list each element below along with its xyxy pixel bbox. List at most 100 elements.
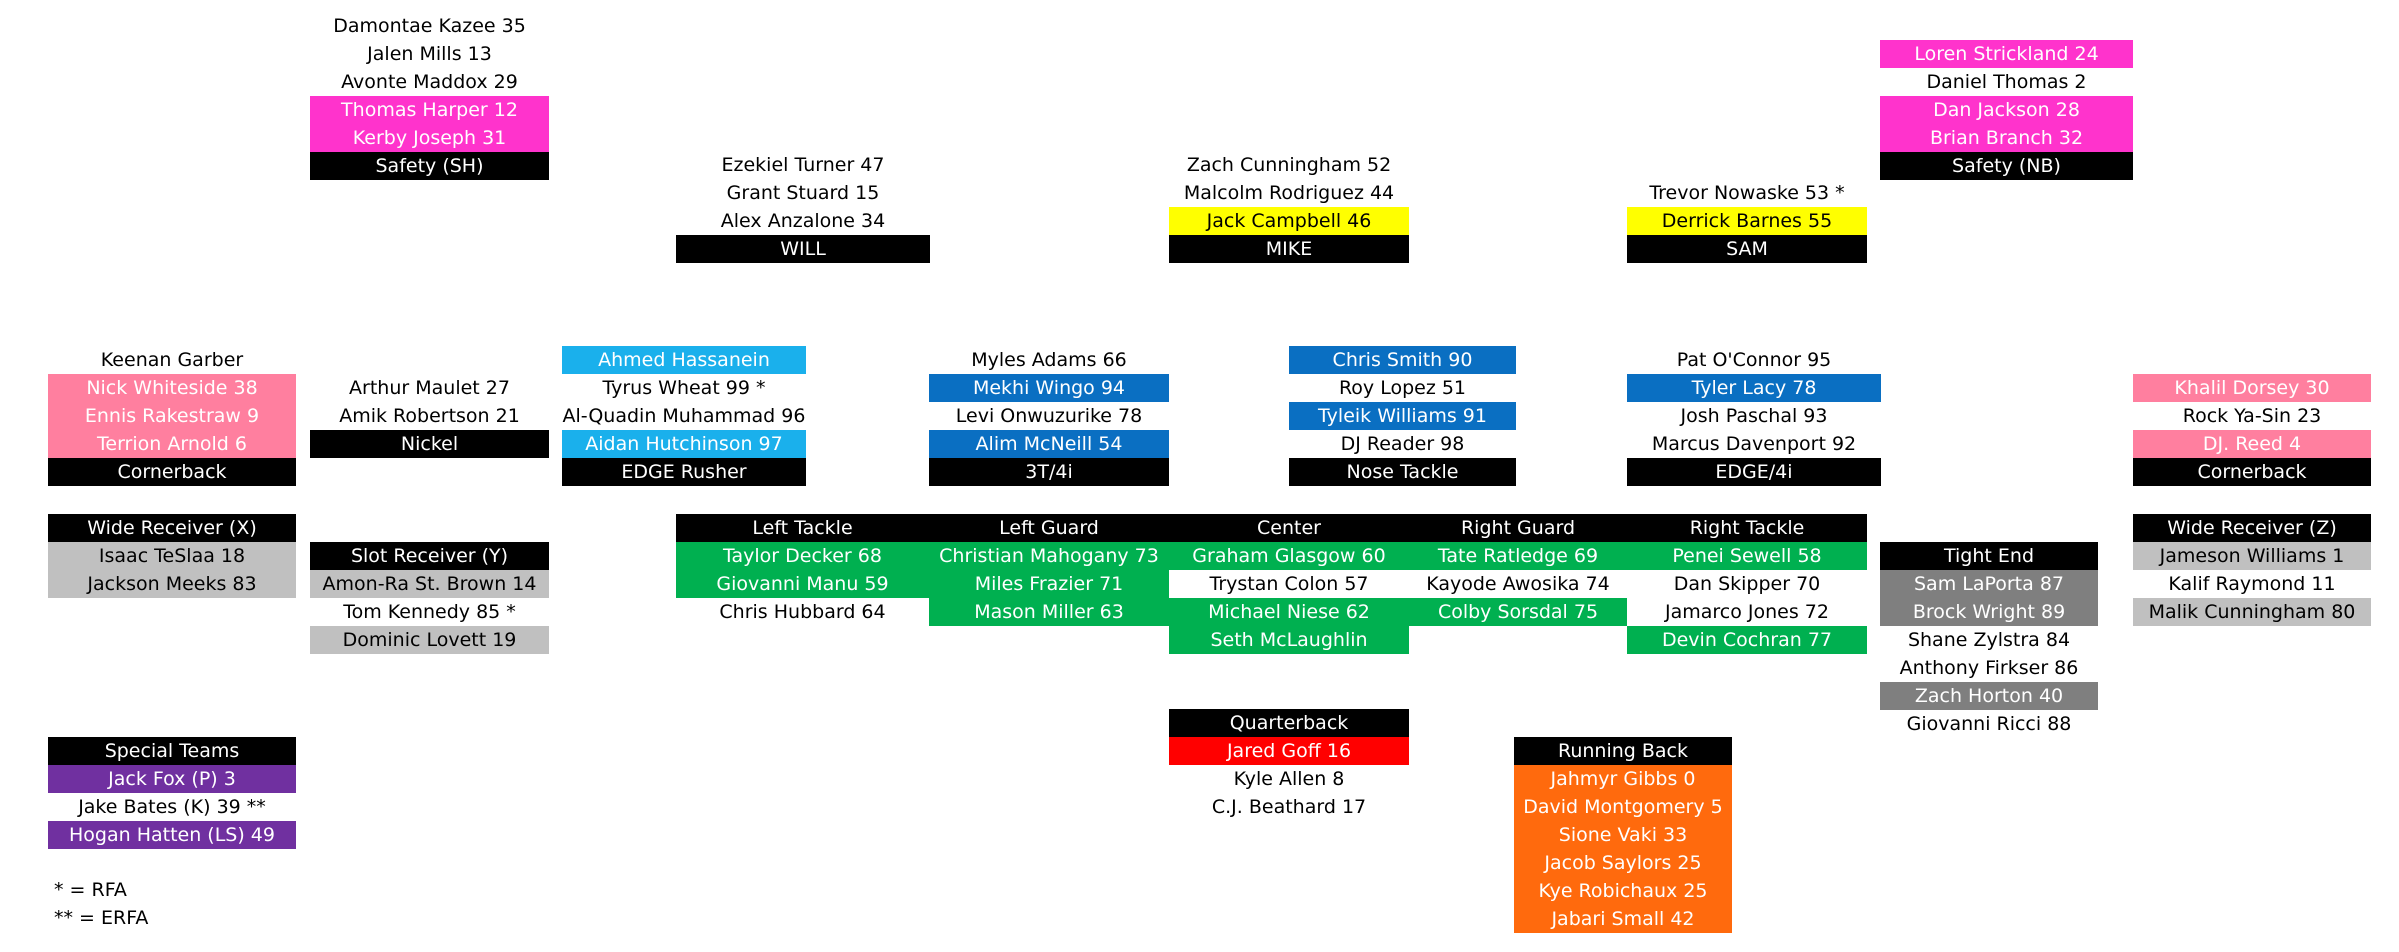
- player-row: Jack Campbell 46: [1169, 207, 1409, 235]
- position-header: WILL: [676, 235, 930, 263]
- player-row: Seth McLaughlin: [1169, 626, 1409, 654]
- player-row: Avonte Maddox 29: [341, 71, 518, 93]
- position-header: Nose Tackle: [1289, 458, 1516, 486]
- cornerback-left-group: Keenan Garber Nick Whiteside 38 Ennis Ra…: [48, 346, 296, 486]
- position-header: EDGE/4i: [1627, 458, 1881, 486]
- cornerback-right-group: Khalil Dorsey 30 Rock Ya-Sin 23 DJ. Reed…: [2133, 374, 2371, 486]
- player-row: Colby Sorsdal 75: [1409, 598, 1627, 626]
- position-header: EDGE Rusher: [562, 458, 806, 486]
- player-row: Tyler Lacy 78: [1627, 374, 1881, 402]
- player-row: Dan Skipper 70: [1673, 573, 1821, 595]
- position-header: Cornerback: [48, 458, 296, 486]
- center-group: Center Graham Glasgow 60 Trystan Colon 5…: [1169, 514, 1409, 654]
- player-row: Anthony Firkser 86: [1899, 657, 2079, 679]
- player-row: David Montgomery 5: [1514, 793, 1732, 821]
- player-row: Graham Glasgow 60: [1169, 542, 1409, 570]
- nickel-group: Arthur Maulet 27 Amik Robertson 21 Nicke…: [310, 374, 549, 458]
- legend-erfa: ** = ERFA: [54, 907, 149, 929]
- player-row: Jack Fox (P) 3: [48, 765, 296, 793]
- right-tackle-group: Right Tackle Penei Sewell 58 Dan Skipper…: [1627, 514, 1867, 654]
- player-row: Ennis Rakestraw 9: [48, 402, 296, 430]
- player-row: Giovanni Manu 59: [676, 570, 929, 598]
- player-row: Hogan Hatten (LS) 49: [48, 821, 296, 849]
- position-header: Running Back: [1514, 737, 1732, 765]
- player-row: C.J. Beathard 17: [1211, 796, 1367, 818]
- player-row: Sione Vaki 33: [1514, 821, 1732, 849]
- player-row: Tom Kennedy 85 *: [343, 601, 516, 623]
- player-row: Tyrus Wheat 99 *: [602, 377, 766, 399]
- player-row: Chris Smith 90: [1289, 346, 1516, 374]
- player-row: Kerby Joseph 31: [310, 124, 549, 152]
- player-row: Grant Stuard 15: [726, 182, 880, 204]
- position-header: Special Teams: [48, 737, 296, 765]
- player-row: Shane Zylstra 84: [1907, 629, 2071, 651]
- position-header: Nickel: [310, 430, 549, 458]
- player-row: Malcolm Rodriguez 44: [1183, 182, 1395, 204]
- player-row: Rock Ya-Sin 23: [2182, 405, 2322, 427]
- player-row: Marcus Davenport 92: [1651, 433, 1857, 455]
- player-row: Tyleik Williams 91: [1289, 402, 1516, 430]
- position-header: Tight End: [1880, 542, 2098, 570]
- player-row: Penei Sewell 58: [1627, 542, 1867, 570]
- mike-group: Zach Cunningham 52 Malcolm Rodriguez 44 …: [1169, 151, 1409, 263]
- sam-group: Trevor Nowaske 53 * Derrick Barnes 55 SA…: [1627, 179, 1867, 263]
- position-header: 3T/4i: [929, 458, 1169, 486]
- edge-rusher-group: Ahmed Hassanein Tyrus Wheat 99 * Al-Quad…: [562, 346, 806, 486]
- position-header: Cornerback: [2133, 458, 2371, 486]
- player-row: Jameson Williams 1: [2133, 542, 2371, 570]
- position-header: Center: [1169, 514, 1409, 542]
- position-header: Quarterback: [1169, 709, 1409, 737]
- player-row: Kyle Allen 8: [1233, 768, 1345, 790]
- player-row: Amik Robertson 21: [339, 405, 520, 427]
- player-row: Jahmyr Gibbs 0: [1514, 765, 1732, 793]
- player-row: Taylor Decker 68: [676, 542, 929, 570]
- player-row: Miles Frazier 71: [929, 570, 1169, 598]
- player-row: Sam LaPorta 87: [1880, 570, 2098, 598]
- player-row: Mason Miller 63: [929, 598, 1169, 626]
- player-row: Amon-Ra St. Brown 14: [310, 570, 549, 598]
- legend: * = RFA ** = ERFA: [48, 876, 296, 932]
- player-row: Ahmed Hassanein: [562, 346, 806, 374]
- player-row: Michael Niese 62: [1169, 598, 1409, 626]
- player-row: Kayode Awosika 74: [1426, 573, 1610, 595]
- player-row: Dominic Lovett 19: [310, 626, 549, 654]
- player-row: Christian Mahogany 73: [929, 542, 1169, 570]
- player-row: Jacob Saylors 25: [1514, 849, 1732, 877]
- position-header: Right Tackle: [1627, 514, 1867, 542]
- three-tech-group: Myles Adams 66 Mekhi Wingo 94 Levi Onwuz…: [929, 346, 1169, 486]
- right-guard-group: Right Guard Tate Ratledge 69 Kayode Awos…: [1409, 514, 1627, 626]
- left-tackle-group: Left Tackle Taylor Decker 68 Giovanni Ma…: [676, 514, 929, 626]
- player-row: Terrion Arnold 6: [48, 430, 296, 458]
- player-row: Jabari Small 42: [1514, 905, 1732, 933]
- player-row: Kye Robichaux 25: [1514, 877, 1732, 905]
- player-row: Al-Quadin Muhammad 96: [562, 405, 806, 427]
- left-guard-group: Left Guard Christian Mahogany 73 Miles F…: [929, 514, 1169, 626]
- player-row: Chris Hubbard 64: [719, 601, 886, 623]
- player-row: Alex Anzalone 34: [720, 210, 886, 232]
- player-row: Zach Cunningham 52: [1186, 154, 1392, 176]
- nose-tackle-group: Chris Smith 90 Roy Lopez 51 Tyleik Willi…: [1289, 346, 1516, 486]
- legend-rfa: * = RFA: [54, 879, 127, 901]
- player-row: Brian Branch 32: [1880, 124, 2133, 152]
- position-header: Safety (SH): [310, 152, 549, 180]
- position-header: Slot Receiver (Y): [310, 542, 549, 570]
- player-row: Isaac TeSlaa 18: [48, 542, 296, 570]
- player-row: Damontae Kazee 35: [333, 15, 526, 37]
- player-row: Loren Strickland 24: [1880, 40, 2133, 68]
- player-row: Pat O'Connor 95: [1676, 349, 1832, 371]
- player-row: Jalen Mills 13: [367, 43, 492, 65]
- player-row: Kalif Raymond 11: [2168, 573, 2336, 595]
- player-row: Myles Adams 66: [971, 349, 1127, 371]
- position-header: Left Tackle: [676, 514, 929, 542]
- edge-4i-group: Pat O'Connor 95 Tyler Lacy 78 Josh Pasch…: [1627, 346, 1881, 486]
- player-row: Keenan Garber: [100, 349, 244, 371]
- tight-end-group: Tight End Sam LaPorta 87 Brock Wright 89…: [1880, 542, 2098, 738]
- player-row: Zach Horton 40: [1880, 682, 2098, 710]
- player-row: Brock Wright 89: [1880, 598, 2098, 626]
- position-header: SAM: [1627, 235, 1867, 263]
- player-row: Trevor Nowaske 53 *: [1649, 182, 1845, 204]
- player-row: DJ. Reed 4: [2133, 430, 2371, 458]
- running-back-group: Running Back Jahmyr Gibbs 0 David Montgo…: [1514, 737, 1732, 933]
- safety-sh-group: Damontae Kazee 35 Jalen Mills 13 Avonte …: [310, 12, 549, 180]
